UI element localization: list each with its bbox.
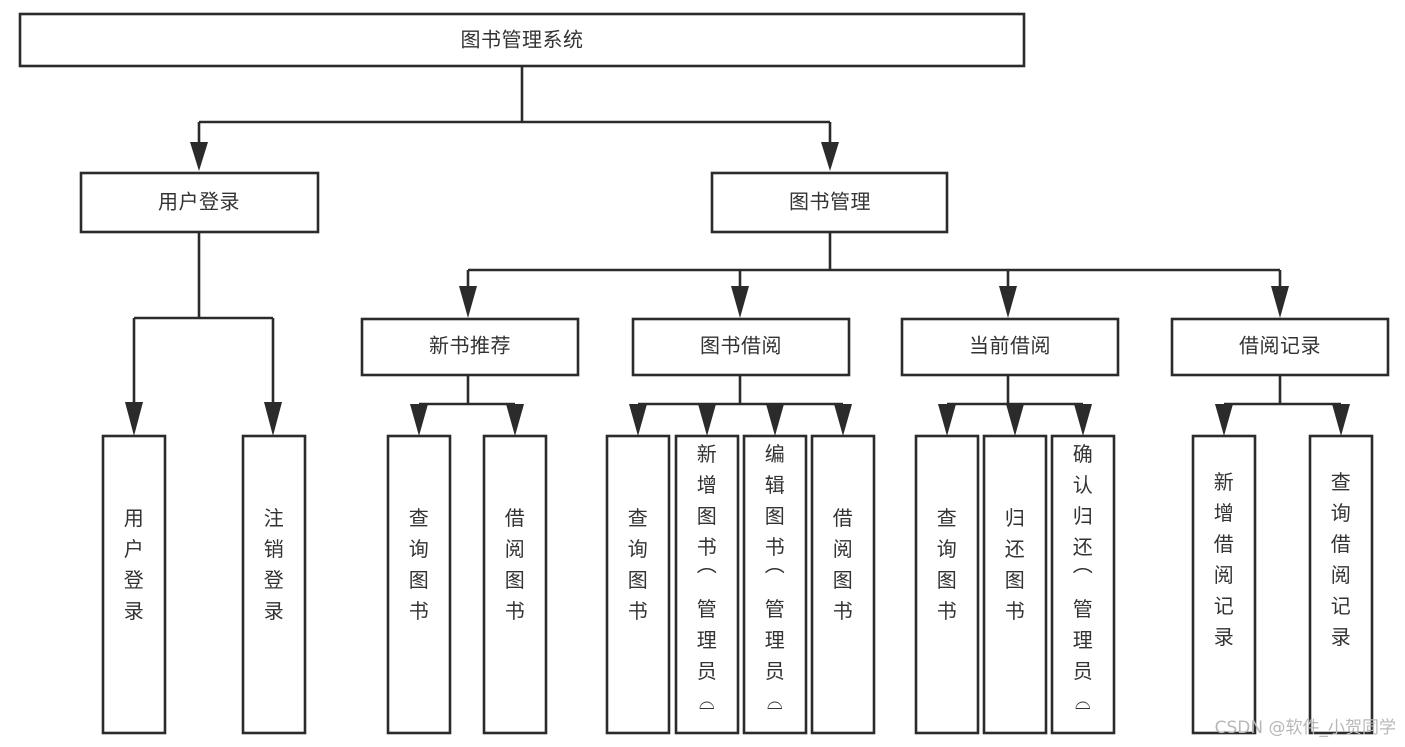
node-leaf-confirm-return-box[interactable] — [1050, 434, 1116, 735]
node-leaf-logout-login-label: 注销登录 — [264, 506, 285, 623]
node-leaf-add-book-label: 新增图书⌒管理员⌓ — [697, 442, 718, 714]
node-leaf-borrow-book-2[interactable]: 借阅图书 — [810, 434, 876, 735]
node-book-borrow-label: 图书借阅 — [700, 334, 782, 358]
node-leaf-query-book-3-box[interactable] — [914, 434, 980, 735]
arrow-head-leaf-edit-book — [766, 404, 784, 436]
node-book-borrow-box[interactable] — [631, 317, 851, 377]
watermark-label: CSDN @软件_小贺同学 — [1215, 718, 1396, 738]
node-leaf-confirm-return-label: 确认归还⌒管理员⌓ — [1073, 442, 1094, 714]
node-leaf-query-book-1[interactable]: 查询图书 — [386, 434, 452, 735]
arrow-head-leaf-query-book-3 — [938, 404, 956, 436]
node-book-borrow[interactable]: 图书借阅 — [631, 317, 851, 377]
node-leaf-query-record-label: 查询借阅记录 — [1331, 470, 1352, 649]
node-leaf-edit-book-label: 编辑图书⌒管理员⌓ — [765, 442, 786, 714]
arrow-head-leaf-confirm-return — [1074, 404, 1092, 436]
node-borrow-record-box[interactable] — [1170, 317, 1390, 377]
node-leaf-query-book-2[interactable]: 查询图书 — [605, 434, 671, 735]
arrow-head-book-borrow — [731, 286, 749, 318]
node-leaf-add-record-box[interactable] — [1191, 434, 1257, 735]
node-leaf-logout-login[interactable]: 注销登录 — [241, 434, 307, 735]
node-leaf-return-book[interactable]: 归还图书 — [982, 434, 1048, 735]
connector-group-borrow-record — [1215, 375, 1350, 436]
node-leaf-query-book-3-label: 查询图书 — [937, 506, 958, 623]
node-new-book-recommend[interactable]: 新书推荐 — [360, 317, 580, 377]
node-root-box[interactable] — [18, 12, 1026, 68]
node-leaf-borrow-book-1-label: 借阅图书 — [505, 506, 526, 623]
node-leaf-query-book-2-label: 查询图书 — [628, 506, 649, 623]
connector-group-book-borrow — [629, 375, 852, 436]
arrow-head-book-manage — [821, 142, 839, 171]
node-leaf-borrow-book-2-box[interactable] — [810, 434, 876, 735]
arrow-head-borrow-record — [1271, 286, 1289, 318]
connector-group-new-book-recommend — [410, 375, 524, 436]
arrow-head-user-login — [190, 142, 208, 171]
node-book-manage[interactable]: 图书管理 — [710, 171, 949, 234]
node-new-book-recommend-label: 新书推荐 — [429, 334, 511, 358]
arrow-head-new-book-recommend — [459, 286, 477, 318]
node-leaf-logout-login-box[interactable] — [241, 434, 307, 735]
node-leaf-confirm-return[interactable]: 确认归还⌒管理员⌓ — [1050, 434, 1116, 735]
node-new-book-recommend-box[interactable] — [360, 317, 580, 377]
arrow-head-leaf-add-book — [698, 404, 716, 436]
node-borrow-record-label: 借阅记录 — [1239, 334, 1321, 358]
node-leaf-user-login-label: 用户登录 — [124, 506, 145, 623]
arrow-head-leaf-query-book-1 — [410, 404, 428, 436]
node-leaf-query-record-box[interactable] — [1308, 434, 1374, 735]
connector-group-book-manage — [459, 232, 1289, 318]
arrow-head-leaf-add-record — [1215, 404, 1233, 436]
node-current-borrow[interactable]: 当前借阅 — [900, 317, 1120, 377]
node-leaf-borrow-book-1[interactable]: 借阅图书 — [482, 434, 548, 735]
arrow-head-leaf-user-login — [125, 402, 143, 436]
node-book-manage-box[interactable] — [710, 171, 949, 234]
node-leaf-return-book-box[interactable] — [982, 434, 1048, 735]
arrow-head-leaf-return-book — [1006, 404, 1024, 436]
connector-group-user-login — [125, 232, 282, 436]
node-leaf-add-record-label: 新增借阅记录 — [1214, 470, 1235, 649]
node-user-login-label: 用户登录 — [158, 190, 240, 214]
node-leaf-edit-book[interactable]: 编辑图书⌒管理员⌓ — [742, 434, 808, 735]
arrow-head-current-borrow — [999, 286, 1017, 318]
node-leaf-add-record[interactable]: 新增借阅记录 — [1191, 434, 1257, 735]
node-root[interactable]: 图书管理系统 — [18, 12, 1026, 68]
node-leaf-return-book-label: 归还图书 — [1005, 506, 1026, 623]
arrow-head-leaf-borrow-book-1 — [506, 404, 524, 436]
node-book-manage-label: 图书管理 — [789, 190, 871, 214]
node-leaf-borrow-book-1-box[interactable] — [482, 434, 548, 735]
node-leaf-edit-book-box[interactable] — [742, 434, 808, 735]
node-leaf-query-book-1-label: 查询图书 — [409, 506, 430, 623]
node-leaf-query-book-3[interactable]: 查询图书 — [914, 434, 980, 735]
arrow-head-leaf-query-book-2 — [629, 404, 647, 436]
node-leaf-query-record[interactable]: 查询借阅记录 — [1308, 434, 1374, 735]
connector-group-current-borrow — [938, 375, 1092, 436]
node-leaf-query-book-2-box[interactable] — [605, 434, 671, 735]
node-current-borrow-label: 当前借阅 — [969, 334, 1051, 358]
node-leaf-add-book-box[interactable] — [674, 434, 740, 735]
node-leaf-user-login[interactable]: 用户登录 — [101, 434, 167, 735]
node-user-login-box[interactable] — [79, 171, 320, 234]
node-user-login[interactable]: 用户登录 — [79, 171, 320, 234]
node-leaf-borrow-book-2-label: 借阅图书 — [833, 506, 854, 623]
arrow-head-leaf-borrow-book-2 — [834, 404, 852, 436]
node-leaf-add-book[interactable]: 新增图书⌒管理员⌓ — [674, 434, 740, 735]
node-leaf-query-book-1-box[interactable] — [386, 434, 452, 735]
node-borrow-record[interactable]: 借阅记录 — [1170, 317, 1390, 377]
arrow-head-leaf-query-record — [1332, 404, 1350, 436]
connector-group-root — [190, 66, 839, 171]
node-root-label: 图书管理系统 — [461, 28, 584, 52]
arrow-head-leaf-logout-login — [264, 402, 282, 436]
node-leaf-user-login-box[interactable] — [101, 434, 167, 735]
node-current-borrow-box[interactable] — [900, 317, 1120, 377]
